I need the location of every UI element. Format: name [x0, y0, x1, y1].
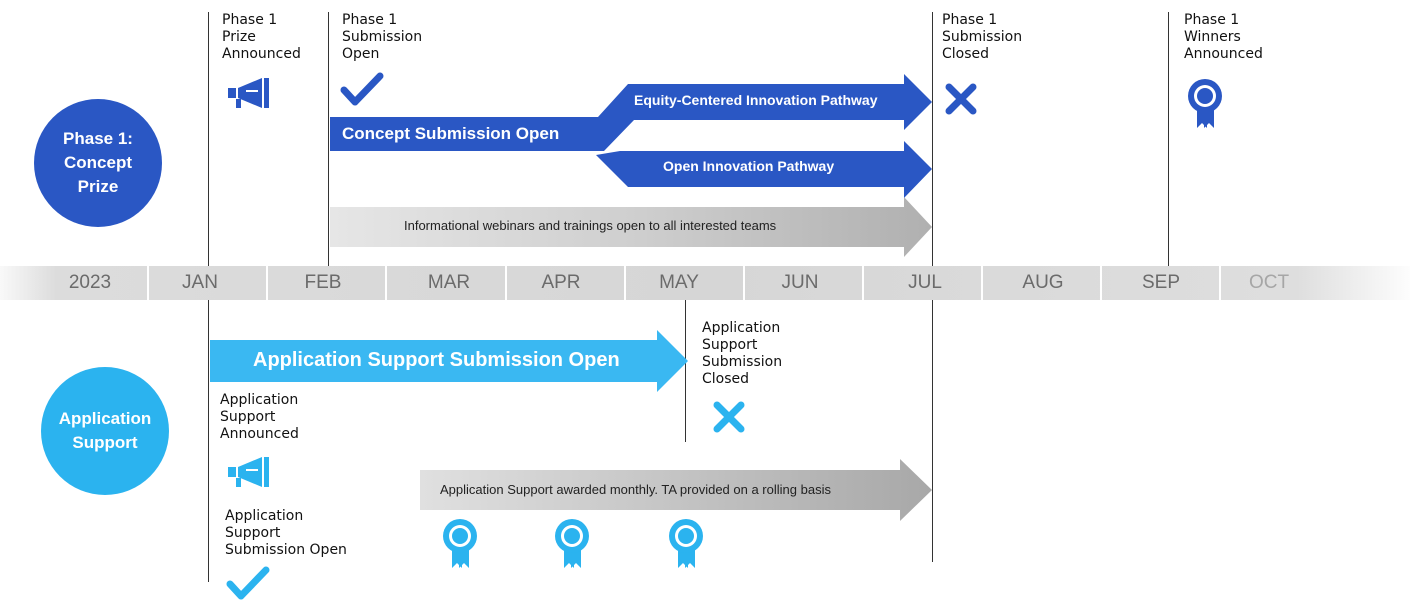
month-jan: JAN: [182, 272, 218, 293]
concept-submission-label: Concept Submission Open: [342, 124, 560, 143]
milestone-app-support-open: Application Support Submission Open: [225, 508, 347, 558]
award-ribbon-icon: [1188, 79, 1222, 128]
award-ribbon-icon: [669, 519, 703, 568]
checkmark-icon: [226, 566, 270, 600]
timeline-year: 2023: [68, 272, 112, 293]
award-ribbon-icon: [443, 519, 477, 568]
milestone-line: [932, 12, 933, 266]
x-icon: [713, 401, 745, 433]
x-icon: [945, 83, 977, 115]
milestone-line: [208, 12, 209, 266]
timeline-divider: [385, 266, 387, 300]
pathway-lower-label: Open Innovation Pathway: [663, 158, 835, 174]
timeline-divider: [147, 266, 149, 300]
app-support-open-label: Application Support Submission Open: [253, 349, 620, 371]
milestone-line: [328, 12, 329, 266]
month-feb: FEB: [304, 272, 342, 293]
timeline-divider: [505, 266, 507, 300]
timeline-divider: [862, 266, 864, 300]
milestone-submission-closed: Phase 1 Submission Closed: [942, 12, 1023, 62]
timeline-divider: [981, 266, 983, 300]
month-apr: APR: [541, 272, 581, 293]
webinar-arrow: [330, 197, 932, 257]
timeline-divider: [743, 266, 745, 300]
month-aug: AUG: [1022, 272, 1064, 293]
month-jul: JUL: [908, 272, 942, 293]
awarded-label: Application Support awarded monthly. TA …: [440, 482, 831, 497]
megaphone-icon: [228, 457, 269, 487]
milestone-prize-announced: Phase 1 Prize Announced: [222, 12, 301, 62]
milestone-submission-open: Phase 1 Submission Open: [342, 12, 423, 62]
award-ribbon-icon: [555, 519, 589, 568]
milestone-line: [685, 300, 686, 442]
megaphone-icon: [228, 78, 269, 108]
timeline-divider: [1219, 266, 1221, 300]
timeline-band: [0, 266, 1410, 300]
timeline-divider: [624, 266, 626, 300]
awarded-arrow: [420, 459, 932, 521]
milestone-line: [1168, 12, 1169, 266]
milestone-winners-announced: Phase 1 Winners Announced: [1184, 12, 1263, 62]
milestone-app-support-closed: Application Support Submission Closed: [702, 320, 783, 387]
timeline-divider: [266, 266, 268, 300]
pathway-lower-arrow: [596, 141, 932, 198]
application-support-circle: Application Support: [41, 367, 169, 495]
phase1-circle: Phase 1: Concept Prize: [34, 99, 162, 227]
checkmark-icon: [340, 72, 384, 106]
webinar-label: Informational webinars and trainings ope…: [404, 218, 777, 233]
timeline-divider: [1100, 266, 1102, 300]
month-sep: SEP: [1141, 272, 1181, 293]
pathway-upper-label: Equity-Centered Innovation Pathway: [634, 92, 878, 108]
month-oct: OCT: [1248, 272, 1290, 293]
month-mar: MAR: [427, 272, 471, 293]
app-support-arrow: [210, 330, 688, 392]
milestone-line: [208, 300, 209, 582]
milestone-app-support-announced: Application Support Announced: [220, 392, 299, 442]
milestone-line: [932, 300, 933, 562]
month-jun: JUN: [781, 272, 819, 293]
pathway-upper-arrow: [330, 74, 932, 151]
month-may: MAY: [659, 272, 699, 293]
